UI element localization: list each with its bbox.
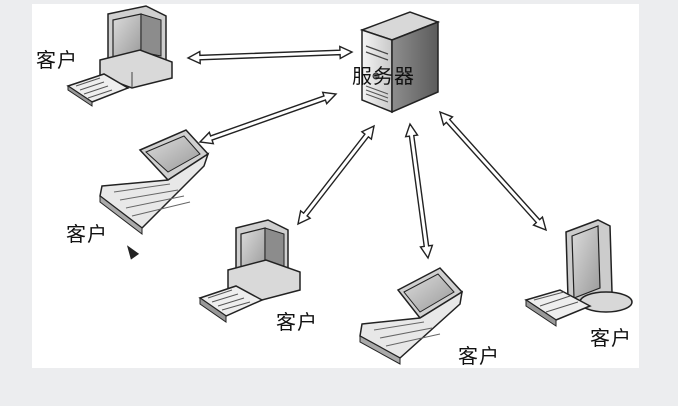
double-arrow (404, 122, 434, 260)
client-label: 客户 (66, 222, 108, 246)
double-arrow (186, 45, 354, 65)
server-label: 服务器 (352, 64, 415, 88)
connection-arrows (186, 45, 548, 260)
double-arrow (198, 91, 338, 145)
laptop-icon (359, 267, 464, 365)
desktop-computer-icon (66, 5, 173, 107)
client-label: 客户 (36, 48, 78, 72)
server-icon (359, 11, 441, 114)
monitor-icon (524, 219, 633, 327)
desktop-computer-icon (198, 219, 301, 323)
client-label: 客户 (276, 310, 318, 334)
client-label: 客户 (590, 326, 632, 350)
double-arrow (297, 124, 375, 226)
client-label: 客户 (458, 344, 500, 368)
laptop-icon (99, 129, 210, 236)
double-arrow (438, 110, 548, 232)
